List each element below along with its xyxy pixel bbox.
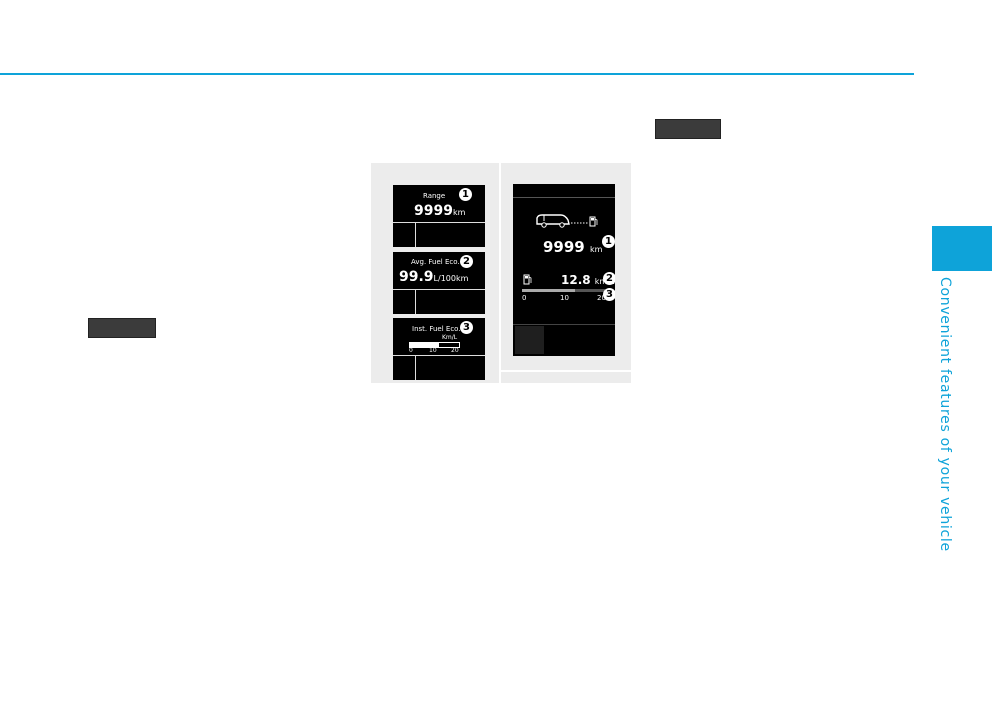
panel-divider <box>393 222 485 223</box>
inst-fuel-bar-fill <box>410 343 440 347</box>
panel-divider <box>415 289 416 314</box>
chapter-title: Convenient features of your vehicle <box>937 277 953 552</box>
panel-divider <box>393 289 485 290</box>
figure-divider-horizontal <box>501 370 631 372</box>
cluster-divider <box>513 324 615 325</box>
van-icon <box>536 214 570 228</box>
tick-label: 20 <box>597 294 606 302</box>
marker-2-icon: 2 <box>603 272 615 285</box>
avg-fuel-value: 99.9L/100km <box>399 269 469 285</box>
note-tag-left <box>88 318 156 338</box>
marker-3-icon: 3 <box>603 288 615 301</box>
panel-divider <box>415 222 416 247</box>
cluster-sub-panel <box>515 326 544 354</box>
cluster-display: 9999 km 1 12.8 km/L 2 3 0 10 20 <box>513 184 615 356</box>
cluster-divider <box>513 197 615 198</box>
panel-divider <box>393 355 485 356</box>
fuel-pump-icon <box>589 216 598 227</box>
tick-label: 0 <box>409 347 413 354</box>
panel-divider <box>415 355 416 380</box>
inst-fuel-bar <box>409 342 460 348</box>
marker-1-icon: 1 <box>602 235 615 248</box>
lcd-panel-range: Range 1 9999km <box>393 185 485 247</box>
marker-3-icon: 3 <box>460 321 473 334</box>
panel-title: Range <box>423 192 446 200</box>
tick-label: 10 <box>429 347 437 354</box>
cluster-range-value: 9999 km <box>543 238 603 256</box>
tick-label: 0 <box>522 294 527 302</box>
figure-divider-vertical <box>499 163 501 383</box>
tick-label: 10 <box>560 294 569 302</box>
panel-title: Inst. Fuel Eco. <box>412 325 461 333</box>
lcd-panel-inst-fuel: Inst. Fuel Eco. 3 Km/L 0 10 20 <box>393 318 485 380</box>
note-tag-top <box>655 119 721 139</box>
marker-2-icon: 2 <box>460 255 473 268</box>
range-value: 9999km <box>414 203 466 219</box>
unit-label: Km/L <box>442 334 458 341</box>
tick-label: 20 <box>451 347 459 354</box>
cluster-fuel-bar-fill <box>522 289 576 292</box>
panel-title: Avg. Fuel Eco. <box>411 258 460 266</box>
fuel-pump-icon <box>523 274 532 285</box>
lcd-panel-avg-fuel: Avg. Fuel Eco. 2 99.9L/100km <box>393 252 485 314</box>
chapter-tab <box>932 226 992 271</box>
cluster-fuel-bar <box>522 289 605 292</box>
route-dots-icon <box>571 222 589 224</box>
header-rule <box>0 73 914 75</box>
marker-1-icon: 1 <box>459 188 472 201</box>
